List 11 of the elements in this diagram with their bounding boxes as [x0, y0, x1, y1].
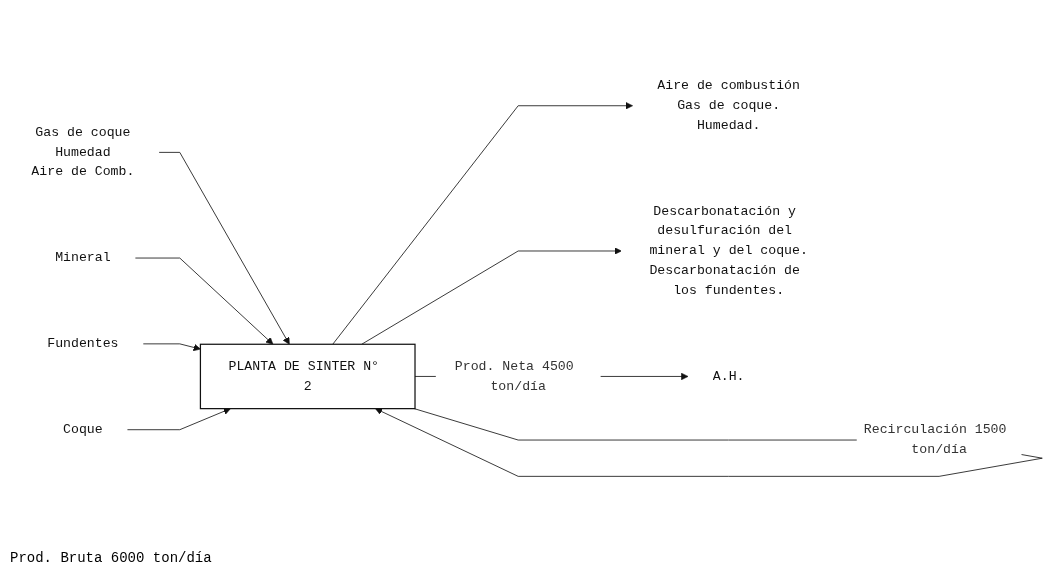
edge-label: Recirculación 1500 ton/día	[863, 422, 1007, 458]
flow-label: Prod. Bruta 6000 ton/día	[10, 550, 212, 566]
node-text: Gas de coque Humedad Aire de Comb.	[31, 125, 135, 180]
node-box: PLANTA DE SINTER N° 2	[199, 343, 416, 410]
edge-label: Prod. Neta 4500 ton/día	[454, 359, 574, 394]
node-text: Mineral	[55, 250, 111, 266]
node-text: Descarbonatación y desulfuración del mineral y del coque. Descarbonatación de los fundentes.	[649, 203, 808, 299]
node-text: Aire de combustión Gas de coque. Humedad.	[657, 78, 800, 133]
node-text: A.H.	[712, 369, 745, 384]
node-text: Fundentes	[47, 336, 119, 352]
node-text: Coque	[63, 422, 103, 438]
